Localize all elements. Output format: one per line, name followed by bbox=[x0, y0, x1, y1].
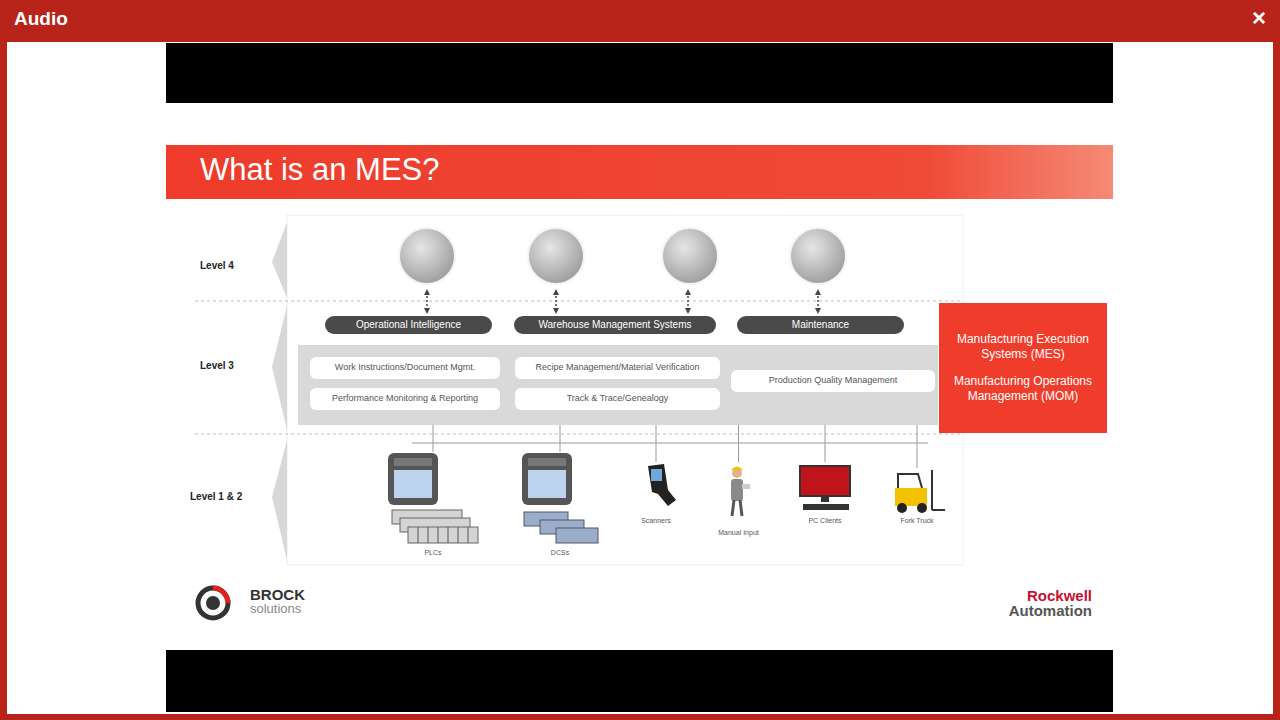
node-text: Manufacturing Execution Systems (MES) bbox=[949, 332, 1097, 362]
bus-wire bbox=[738, 425, 739, 462]
device: Manual Input bbox=[712, 462, 765, 538]
window-title: Audio bbox=[14, 9, 68, 30]
node-text: Performance Monitoring & Reporting bbox=[332, 393, 478, 404]
function-box: Production Quality Management bbox=[731, 370, 935, 392]
level-label: Level 4 bbox=[200, 260, 234, 271]
bus-wire bbox=[560, 425, 561, 452]
slide-title: What is an MES? bbox=[200, 152, 439, 188]
node-text: Operational Intelligence bbox=[356, 319, 461, 332]
device: DCSs bbox=[520, 452, 600, 558]
node-text: Production Quality Management bbox=[769, 375, 898, 386]
logo-text: solutions bbox=[250, 602, 301, 616]
node-text: Track & Trace/Genealogy bbox=[567, 393, 669, 404]
device-label: DCSs bbox=[551, 549, 569, 558]
node-text: Recipe Management/Material Verification bbox=[535, 362, 699, 373]
device-label: PLCs bbox=[424, 549, 441, 558]
node-text: Maintenance bbox=[792, 319, 849, 332]
bus-wire bbox=[433, 425, 434, 452]
device: PLCs bbox=[386, 452, 480, 558]
mes-box: Manufacturing Execution Systems (MES) Man… bbox=[939, 303, 1107, 433]
bus-wire bbox=[825, 425, 826, 462]
node-text: Work Instructions/Document Mgmt. bbox=[335, 362, 475, 373]
function-box: Work Instructions/Document Mgmt. bbox=[310, 357, 500, 379]
bus-wire bbox=[656, 425, 657, 462]
function-box: Performance Monitoring & Reporting bbox=[310, 388, 500, 410]
logo-text: Automation bbox=[1009, 603, 1092, 620]
device-label: Fork Truck bbox=[900, 517, 933, 526]
function-box: Recipe Management/Material Verification bbox=[515, 357, 720, 379]
level-label: Level 1 & 2 bbox=[190, 491, 242, 502]
device-label: Scanners bbox=[641, 517, 671, 526]
system-pill: Warehouse Management Systems bbox=[514, 316, 716, 334]
system-pill: Operational Intelligence bbox=[325, 316, 492, 334]
function-band: Work Instructions/Document Mgmt. Recipe M… bbox=[298, 345, 938, 425]
node-text: Manufacturing Operations Management (MOM… bbox=[949, 374, 1097, 404]
device: Fork Truck bbox=[886, 468, 948, 526]
system-pill: Maintenance bbox=[737, 316, 904, 334]
device-label: PC Clients bbox=[808, 517, 841, 526]
device: PC Clients bbox=[796, 462, 854, 526]
level-label: Level 3 bbox=[200, 360, 234, 371]
bus-wire bbox=[917, 425, 918, 468]
node-text: Warehouse Management Systems bbox=[538, 319, 691, 332]
device: Scanners bbox=[632, 462, 680, 526]
close-button: × bbox=[1252, 5, 1266, 31]
function-box: Track & Trace/Genealogy bbox=[515, 388, 720, 410]
device-label: Manual Input bbox=[718, 529, 758, 538]
